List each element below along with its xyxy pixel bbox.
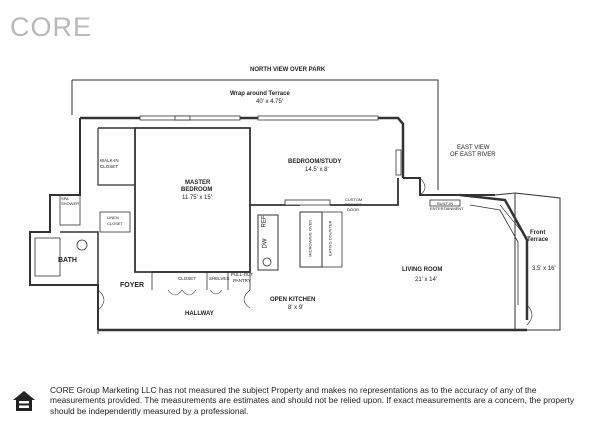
terrace-size: 40' x 4.75' (256, 99, 283, 105)
custom-line2: POCKET (345, 202, 362, 207)
kitchen-size: 8' x 9' (288, 305, 304, 311)
master-name-line1: MASTER (185, 180, 211, 186)
eating-counter-label: EATING COUNTER (327, 220, 333, 257)
front-terrace-line1: Front (530, 230, 546, 236)
kitchen-name: OPEN KITCHEN (270, 297, 316, 303)
bath-label: BATH (58, 257, 77, 264)
dw-label: DW (262, 238, 269, 249)
core-logo: CORE (10, 12, 93, 42)
bedroom-study-size: 14.5' x 8' (305, 167, 329, 173)
microwave-label: MICROWAVE OVEN (307, 219, 313, 257)
foyer-label: FOYER (120, 282, 145, 289)
terrace-name: Wrap around Terrace (230, 91, 290, 97)
master-size: 11.75' x 15' (182, 195, 212, 201)
shelves-label: SHELVES (209, 276, 230, 281)
spa-line1: SPA (61, 196, 69, 201)
master-name-line2: BEDROOM (181, 187, 213, 193)
ref-label: REF (261, 215, 268, 228)
pullout-line1: PULL-OUT (231, 272, 254, 277)
front-terrace-size: 3.5' x 16' (532, 266, 556, 272)
pullout-line2: PANTRY (233, 278, 251, 283)
built-in-line1: BUILT-IN (437, 201, 454, 206)
bedroom-study-name: BEDROOM/STUDY (288, 159, 342, 165)
living-size: 21' x 14' (415, 277, 437, 283)
walk-in-line1: WALK-IN (100, 158, 119, 163)
disclaimer-text: CORE Group Marketing LLC has not measure… (50, 385, 575, 416)
walk-in-line2: CLOSET (100, 164, 119, 169)
front-terrace-line2: Terrace (527, 237, 549, 243)
east-view-line2: OF EAST RIVER (450, 152, 496, 158)
custom-line1: CUSTOM (345, 197, 363, 202)
custom-line3: DOOR (347, 207, 359, 212)
east-view-line1: EAST VIEW (457, 145, 490, 151)
terrace-outline (72, 79, 439, 190)
closet-label: CLOSET (178, 276, 197, 281)
linen-line2: CLOSET (107, 221, 124, 226)
equal-housing-icon (13, 391, 35, 411)
living-name: LIVING ROOM (402, 267, 443, 273)
spa-line2: SHOWER (61, 201, 79, 206)
north-view-label: NORTH VIEW OVER PARK (250, 67, 326, 73)
linen-line1: LINEN (107, 215, 119, 220)
hallway-label: HALLWAY (185, 311, 214, 317)
built-in-line2: ENTERTAINMENT (430, 206, 464, 211)
